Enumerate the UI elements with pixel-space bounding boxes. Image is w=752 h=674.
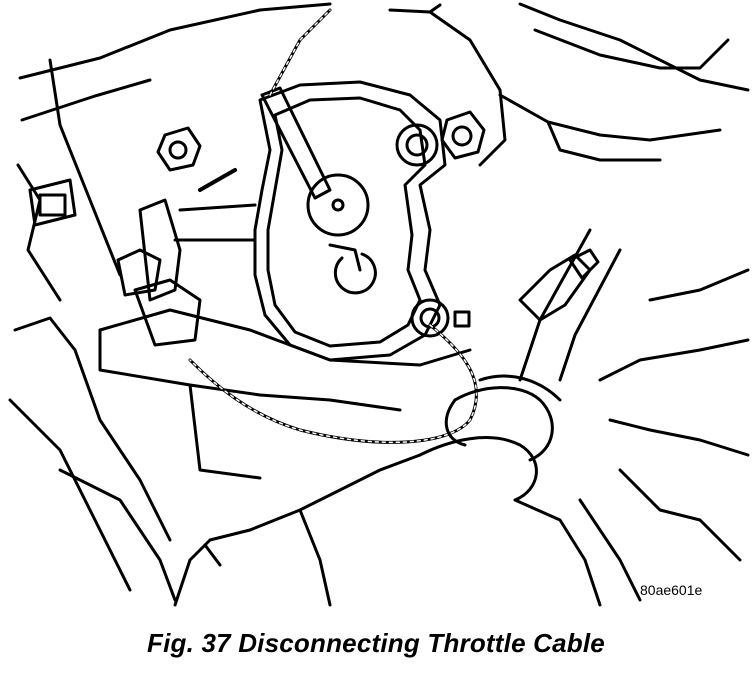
- hand: [173, 374, 602, 607]
- engine-bay-outline: [8, 2, 750, 602]
- figure-caption: Fig. 37 Disconnecting Throttle Cable: [147, 628, 605, 658]
- throttle-body-cable-line-art-icon: [8, 2, 750, 607]
- figure-code: 80ae601e: [640, 582, 703, 598]
- sensor-connector: [28, 178, 600, 347]
- throttle-lever: [260, 86, 471, 338]
- throttle-cable: [188, 8, 478, 444]
